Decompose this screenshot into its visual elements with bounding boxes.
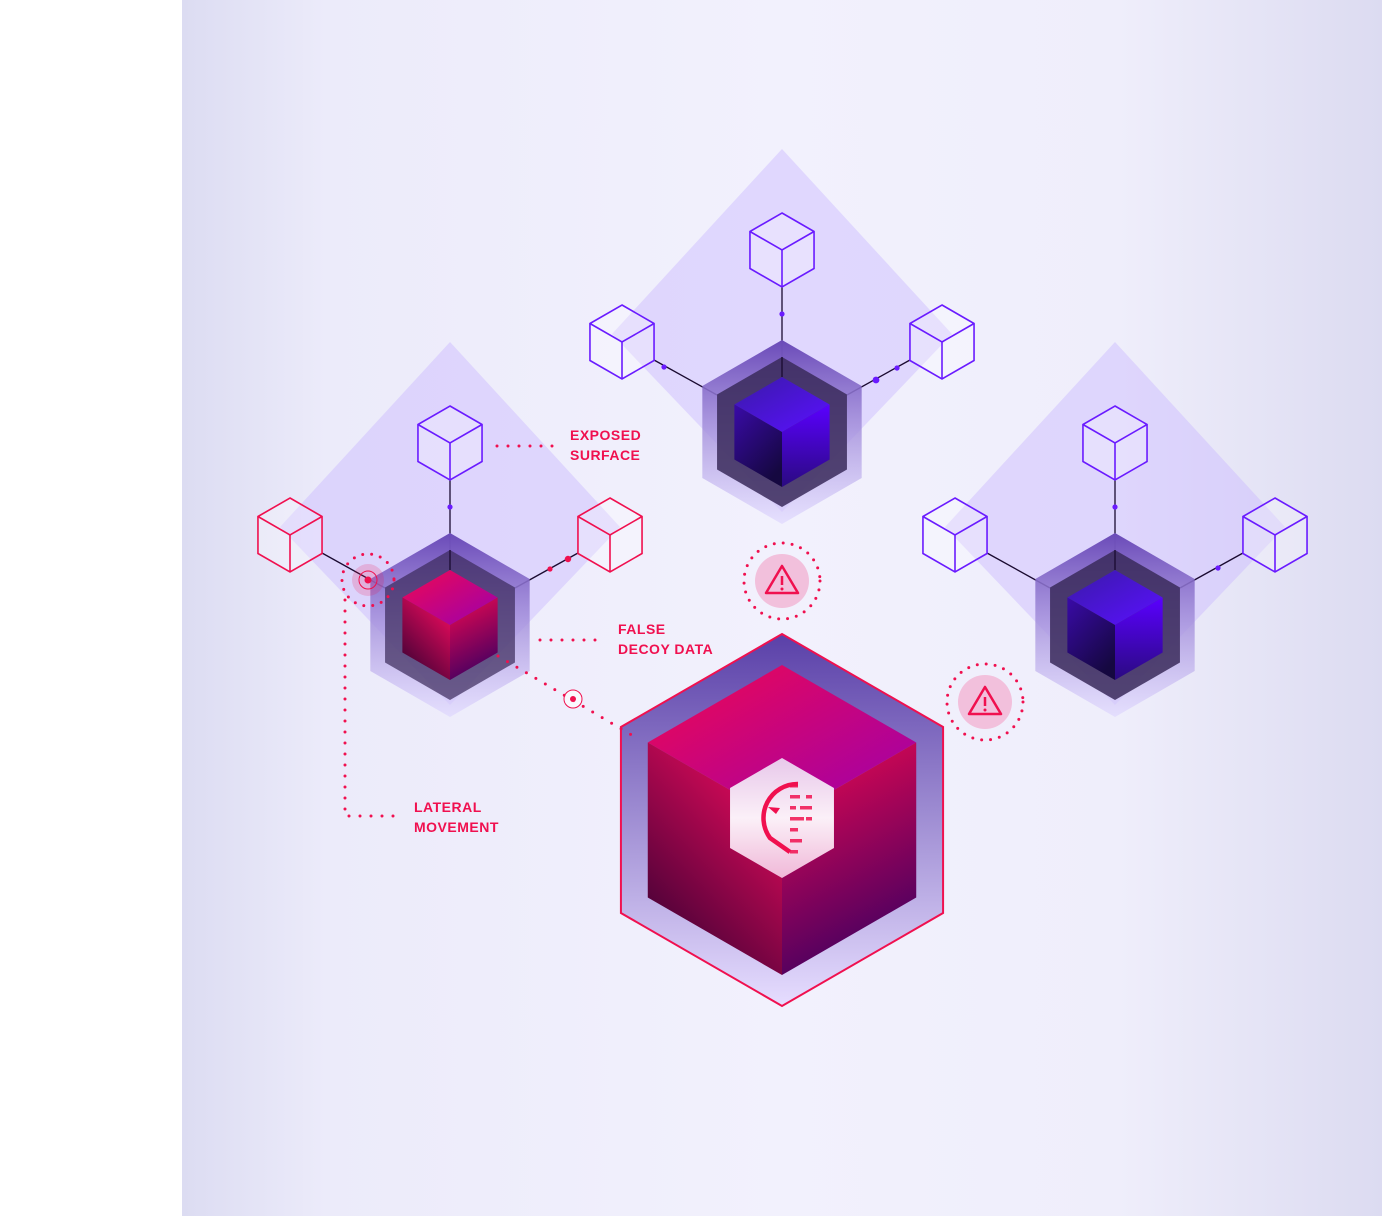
- cube-right-face: [1115, 597, 1163, 680]
- label-exposed-surface: EXPOSED SURFACE: [570, 425, 641, 465]
- cube-outline-icon: [257, 497, 323, 573]
- warning-triangle: [764, 564, 800, 595]
- skull-outline: [761, 781, 799, 854]
- data-bar: [806, 817, 812, 821]
- connector-dot: [364, 576, 372, 584]
- data-bar: [790, 839, 802, 843]
- warning-icon: [945, 662, 1025, 742]
- target-icon: [358, 570, 378, 590]
- data-bar: [790, 850, 798, 854]
- target-ring: [340, 552, 396, 608]
- connector-dot: [872, 376, 880, 384]
- label-line: SURFACE: [570, 447, 641, 463]
- label-false-decoy-data: FALSE DECOY DATA: [618, 619, 713, 659]
- warning-ring: [742, 541, 822, 621]
- label-line: FALSE: [618, 621, 666, 637]
- cube-outline-icon: [577, 497, 643, 573]
- label-line: LATERAL: [414, 799, 482, 815]
- skull-eye: [768, 807, 780, 814]
- label-line: EXPOSED: [570, 427, 642, 443]
- icon-cube: [730, 758, 834, 878]
- label-line: DECOY DATA: [618, 641, 714, 657]
- label-line: MOVEMENT: [414, 819, 499, 835]
- cube-top-face: [1067, 570, 1163, 625]
- cube-outline-icon: [589, 304, 655, 380]
- cube-outline-icon: [1082, 405, 1148, 481]
- alien-skull-data-icon: [730, 758, 834, 878]
- data-bar: [790, 828, 798, 832]
- cube-left-face: [402, 597, 450, 680]
- cube-outline-icon: [417, 405, 483, 481]
- cube-right-face: [450, 597, 498, 680]
- connector-dot: [564, 555, 572, 563]
- cube-right-face: [782, 404, 830, 487]
- connector-dot: [447, 504, 453, 510]
- asset-node-cube: [1067, 570, 1163, 680]
- cube-left-face: [1067, 597, 1115, 680]
- decoy-node-cube: [402, 570, 498, 680]
- data-bar: [790, 806, 796, 810]
- cube-outline-icon: [749, 212, 815, 288]
- cube-left-face: [734, 404, 782, 487]
- connector-dot: [570, 696, 576, 702]
- warning-mark: [983, 708, 987, 712]
- data-bar: [790, 795, 800, 799]
- connector-dot: [894, 365, 900, 371]
- cube-outline-icon: [1242, 497, 1308, 573]
- data-bar: [800, 806, 812, 810]
- data-bar: [806, 795, 812, 799]
- connector-dot: [547, 566, 553, 572]
- connector-dot: [1112, 504, 1118, 510]
- asset-node-cube: [734, 377, 830, 487]
- warning-ring: [945, 662, 1025, 742]
- warning-mark: [780, 587, 784, 591]
- label-lateral-movement: LATERAL MOVEMENT: [414, 797, 499, 837]
- data-bar: [790, 784, 798, 788]
- warning-icon: [742, 541, 822, 621]
- data-bar: [790, 817, 804, 821]
- warning-triangle: [967, 685, 1003, 716]
- cube-outline-icon: [909, 304, 975, 380]
- cube-outline-icon: [922, 497, 988, 573]
- connector-dot: [1215, 565, 1221, 571]
- connector-dot: [779, 311, 785, 317]
- connector-dot: [661, 364, 667, 370]
